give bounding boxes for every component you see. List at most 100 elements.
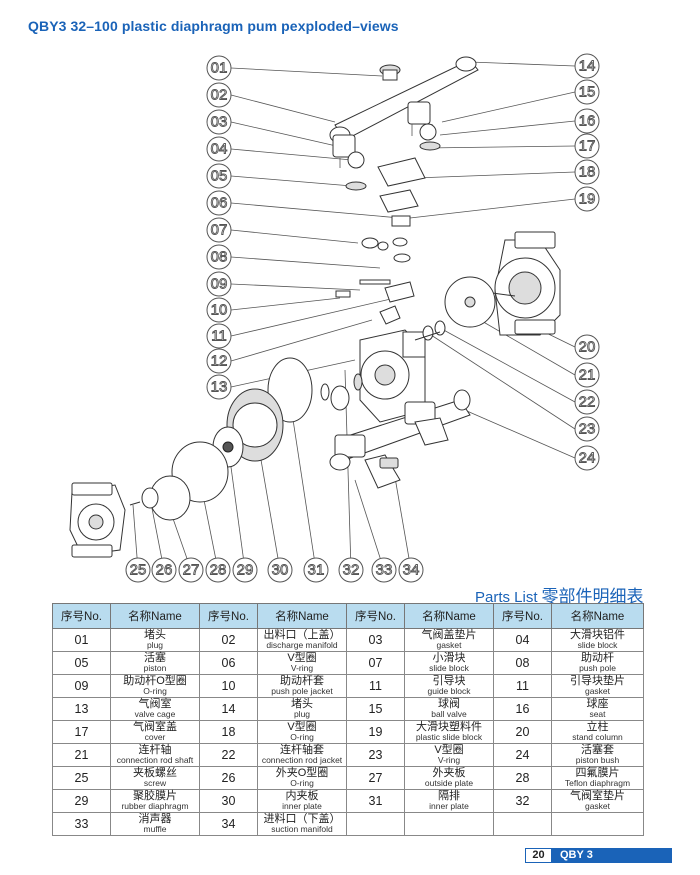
part-name-zh: 隔排 — [438, 790, 460, 802]
callout-circle — [206, 109, 232, 135]
part-name-zh: 气阀室垫片 — [570, 790, 625, 802]
callout-number: 19 — [579, 191, 596, 208]
part-name-cell: 出料口（上盖）discharge manifold — [257, 628, 347, 652]
callout-circle — [574, 79, 600, 105]
column-header: 序号No. — [199, 603, 258, 629]
callout-26: 26 — [151, 557, 177, 583]
part-name-zh: 引导块垫片 — [570, 675, 625, 687]
part-name-zh: 助动杆套 — [280, 675, 324, 687]
part-name-zh: 活塞 — [144, 652, 166, 664]
part-name-zh: 助动杆O型圈 — [123, 675, 187, 687]
callout-number: 21 — [579, 367, 596, 384]
part-number-cell: 27 — [346, 766, 405, 790]
callout-number: 33 — [376, 562, 393, 579]
part-number-cell: 34 — [199, 812, 258, 836]
callout-circle — [206, 190, 232, 216]
callout-number: 23 — [579, 421, 596, 438]
part-name-en: slide block — [429, 663, 469, 673]
callout-03: 03 — [206, 109, 232, 135]
part-name-zh: V型圈 — [434, 744, 464, 756]
column-header: 序号No. — [346, 603, 405, 629]
part-name-en: muffle — [143, 824, 167, 834]
part-number-cell: 24 — [493, 743, 552, 767]
part-number-cell: 13 — [52, 697, 111, 721]
part-number-cell: 28 — [493, 766, 552, 790]
discharge-manifold — [329, 56, 479, 168]
callout-22: 22 — [574, 389, 600, 415]
callout-circle — [206, 348, 232, 374]
part-number-cell: 10 — [199, 674, 258, 698]
part-number-cell: 02 — [199, 628, 258, 652]
callout-32: 32 — [338, 557, 364, 583]
part-name-en: O-ring — [290, 778, 314, 788]
page-title: QBY3 32–100 plastic diaphragm pum pexplo… — [28, 18, 399, 34]
part-number-cell: 14 — [199, 697, 258, 721]
callout-circle — [303, 557, 329, 583]
part-number-cell: 16 — [493, 697, 552, 721]
callout-circle — [206, 136, 232, 162]
footer-model-label: QBY 3 — [552, 848, 672, 863]
part-name-zh: 球座 — [586, 698, 609, 710]
part-name-en: valve cage — [134, 709, 176, 719]
part-name-zh: 引导块 — [432, 675, 466, 687]
callout-number: 17 — [579, 138, 596, 155]
callout-number: 08 — [211, 249, 228, 266]
part-name-en: inner plate — [282, 801, 322, 811]
part-name-zh: 活塞套 — [581, 744, 614, 756]
part-name-zh: 聚胶膜片 — [133, 790, 177, 802]
part-number-cell: 23 — [346, 743, 405, 767]
callout-number: 01 — [211, 60, 228, 77]
part-number-cell: 09 — [52, 674, 111, 698]
part-number-cell: 29 — [52, 789, 111, 813]
callout-number: 32 — [343, 562, 360, 579]
part-number-cell: 07 — [346, 651, 405, 675]
column-header: 名称Name — [551, 603, 644, 629]
part-name-en: piston — [143, 663, 167, 673]
callout-04: 04 — [206, 136, 232, 162]
part-name-en: piston bush — [575, 755, 620, 765]
callout-number: 07 — [211, 222, 228, 239]
part-number-cell: 20 — [493, 720, 552, 744]
valve-cage — [359, 329, 426, 423]
part-name-en: plug — [293, 709, 311, 719]
part-name-zh: 堵头 — [291, 698, 313, 710]
callout-11: 11 — [206, 323, 232, 349]
column-header: 名称Name — [404, 603, 494, 629]
part-name-en: ball valve — [431, 709, 467, 719]
callout-number: 18 — [579, 164, 596, 181]
part-name-en: push pole — [579, 663, 616, 673]
pump-parts — [69, 56, 561, 558]
callout-14: 14 — [574, 53, 600, 79]
part-number-cell — [346, 812, 405, 836]
callout-number: 03 — [211, 114, 228, 131]
callout-number: 05 — [211, 168, 228, 185]
part-name-en: inner plate — [429, 801, 469, 811]
callout-12: 12 — [206, 348, 232, 374]
suction-manifold — [329, 389, 471, 489]
part-number-cell: 01 — [52, 628, 111, 652]
callout-circle — [574, 334, 600, 360]
part-number-cell: 11 — [346, 674, 405, 698]
part-number-cell: 21 — [52, 743, 111, 767]
part-name-en: stand column — [572, 732, 623, 742]
callout-number: 12 — [211, 353, 228, 370]
callout-number: 31 — [308, 562, 325, 579]
callout-circle — [574, 159, 600, 185]
part-name-zh: 气阀室 — [138, 698, 172, 710]
callout-18: 18 — [574, 159, 600, 185]
callout-07: 07 — [206, 217, 232, 243]
callout-circle — [178, 557, 204, 583]
callout-09: 09 — [206, 271, 232, 297]
part-name-en: V-ring — [437, 755, 461, 765]
parts-list-table: 序号No. 名称Name 序号No. 名称Name 序号No. 名称Name 序… — [52, 603, 644, 836]
part-name-zh: 四氟膜片 — [575, 767, 620, 779]
